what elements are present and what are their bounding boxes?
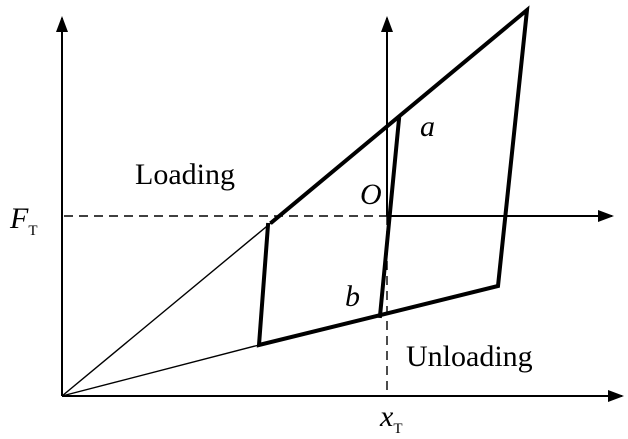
force-subscript: T: [28, 223, 37, 239]
hysteresis-outer-loop: [256, 5, 530, 348]
force-axis-label: FT: [9, 202, 38, 239]
displacement-axis-label: xT: [379, 400, 403, 437]
displacement-symbol: x: [379, 400, 394, 433]
point-a-label: a: [420, 110, 435, 143]
initial-loading-line: [61, 221, 273, 397]
loading-label: Loading: [135, 158, 235, 191]
initial-unloading-line: [61, 344, 260, 397]
inner-path-a-to-b: [377, 116, 402, 319]
displacement-subscript: T: [393, 421, 402, 437]
force-symbol: F: [9, 202, 29, 235]
unloading-label: Unloading: [406, 340, 533, 373]
point-b-label: b: [345, 280, 360, 313]
origin-label: O: [360, 178, 382, 211]
